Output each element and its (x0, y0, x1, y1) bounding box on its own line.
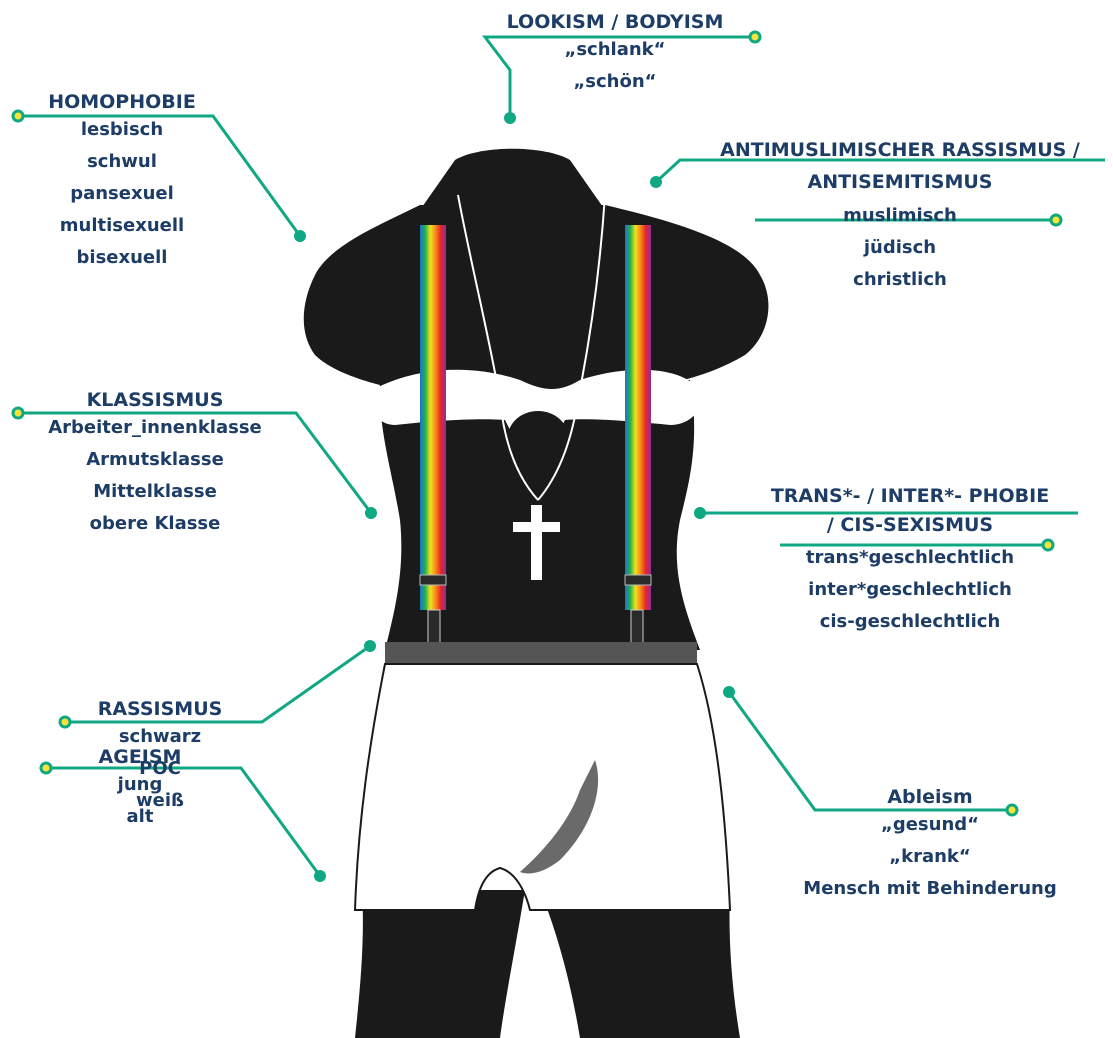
mannequin-shoulders (304, 205, 769, 385)
label-item: alt (50, 801, 230, 833)
label-item: cis-geschlechtlich (730, 606, 1090, 638)
label-trans: TRANS*- / INTER*- PHOBIE / CIS-SEXISMUS … (730, 486, 1090, 638)
dot-rassismus-end (364, 640, 376, 652)
label-lookism: LOOKISM / BODYISM „schlank“ „schön“ (465, 10, 765, 98)
heading-line: KLASSISMUS (10, 388, 300, 412)
heading-line: AGEISM (50, 745, 230, 769)
heading-line: / CIS-SEXISMUS (730, 509, 1090, 542)
label-item: jung (50, 769, 230, 801)
label-item: Arbeiter_innenklasse (10, 412, 300, 444)
heading-line: LOOKISM / BODYISM (465, 10, 765, 34)
heading-line: HOMOPHOBIE (22, 90, 222, 114)
mannequin-legs (355, 890, 740, 1038)
label-ageism-heading: AGEISM (50, 745, 230, 769)
heading-line: ANTIMUSLIMISCHER RASSISMUS / (700, 132, 1100, 168)
label-ableism-heading: Ableism (770, 785, 1090, 809)
label-item: bisexuell (22, 242, 222, 274)
heading-line: RASSISMUS (60, 697, 260, 721)
shorts (355, 664, 730, 910)
dot-ableism-end (723, 686, 735, 698)
mannequin-neck (420, 149, 605, 210)
label-homophobie: HOMOPHOBIE lesbisch schwul pansexuel mul… (22, 90, 222, 274)
label-lookism-heading: LOOKISM / BODYISM (465, 10, 765, 34)
dot-ageism-end (314, 870, 326, 882)
label-item: muslimisch (700, 200, 1100, 232)
label-klassismus-heading: KLASSISMUS (10, 388, 300, 412)
heading-line: ANTISEMITISMUS (700, 164, 1100, 200)
label-item: „krank“ (770, 841, 1090, 873)
dot-homophobie-end (294, 230, 306, 242)
label-item: jüdisch (700, 232, 1100, 264)
dot-trans-end (694, 507, 706, 519)
label-ageism: AGEISM jung alt (50, 745, 230, 833)
label-antimuslim: ANTIMUSLIMISCHER RASSISMUS / ANTISEMITIS… (700, 160, 1100, 296)
label-item: lesbisch (22, 114, 222, 146)
label-item: pansexuel (22, 178, 222, 210)
label-item: Mittelklasse (10, 476, 300, 508)
label-item: inter*geschlechtlich (730, 574, 1090, 606)
label-item: obere Klasse (10, 508, 300, 540)
label-klassismus: KLASSISMUS Arbeiter_innenklasse Armutskl… (10, 388, 300, 540)
label-antimuslim-heading: ANTIMUSLIMISCHER RASSISMUS / ANTISEMITIS… (700, 132, 1100, 200)
label-homophobie-heading: HOMOPHOBIE (22, 90, 222, 114)
label-item: multisexuell (22, 210, 222, 242)
label-item: schwul (22, 146, 222, 178)
dot-lookism-end (504, 112, 516, 124)
heading-line: Ableism (770, 785, 1090, 809)
label-item: „schlank“ (465, 34, 765, 66)
label-item: „gesund“ (770, 809, 1090, 841)
label-trans-heading: TRANS*- / INTER*- PHOBIE / CIS-SEXISMUS (730, 480, 1090, 542)
bra-center-hole (508, 411, 568, 463)
label-item: „schön“ (465, 66, 765, 98)
dot-klassismus-end (365, 507, 377, 519)
label-item: christlich (700, 264, 1100, 296)
dot-antimuslim-end (650, 176, 662, 188)
label-ableism: Ableism „gesund“ „krank“ Mensch mit Behi… (770, 785, 1090, 905)
label-item: Mensch mit Behinderung (770, 873, 1090, 905)
mannequin (304, 149, 769, 1038)
label-item: Armutsklasse (10, 444, 300, 476)
label-rassismus-heading: RASSISMUS (60, 697, 260, 721)
shorts-waistband (385, 642, 697, 664)
label-item: trans*geschlechtlich (730, 542, 1090, 574)
